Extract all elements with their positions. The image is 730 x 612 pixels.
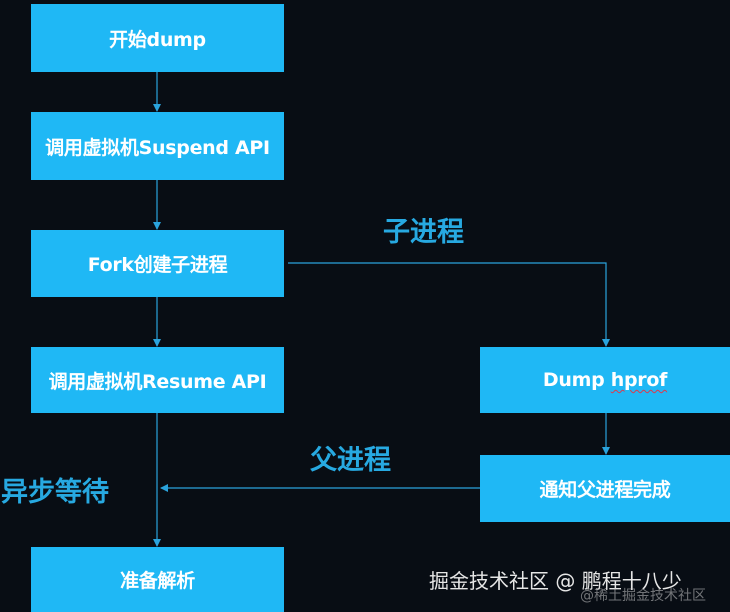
label-parent-process: 父进程 bbox=[310, 445, 391, 476]
node-fork-child: Fork创建子进程 bbox=[31, 230, 284, 297]
node-start-dump: 开始dump bbox=[31, 4, 284, 72]
node-prepare-parse: 准备解析 bbox=[31, 547, 284, 612]
watermark-secondary: @稀土掘金技术社区 bbox=[580, 588, 706, 604]
node-dump-hprof: Dump hprof bbox=[480, 347, 730, 413]
node-label: 通知父进程完成 bbox=[539, 479, 671, 501]
node-label: 准备解析 bbox=[120, 570, 195, 592]
watermark-primary: 掘金技术社区 @ 鹏程十八少 bbox=[429, 569, 682, 593]
node-notify-parent: 通知父进程完成 bbox=[480, 455, 730, 522]
edge-fork-dump bbox=[288, 262, 610, 347]
spellcheck-flagged-word: hprof bbox=[610, 369, 668, 391]
node-resume-api: 调用虚拟机Resume API bbox=[31, 347, 284, 413]
node-suspend-api: 调用虚拟机Suspend API bbox=[31, 112, 284, 180]
node-label: 调用虚拟机Suspend API bbox=[45, 136, 270, 159]
node-label: Dump hprof bbox=[543, 369, 667, 391]
label-child-process: 子进程 bbox=[383, 217, 464, 248]
node-label-main: Dump bbox=[542, 369, 611, 391]
node-label: 开始dump bbox=[109, 28, 206, 51]
label-async-wait: 异步等待 bbox=[1, 477, 109, 508]
node-label: 调用虚拟机Resume API bbox=[48, 370, 267, 393]
node-label: Fork创建子进程 bbox=[87, 254, 228, 276]
